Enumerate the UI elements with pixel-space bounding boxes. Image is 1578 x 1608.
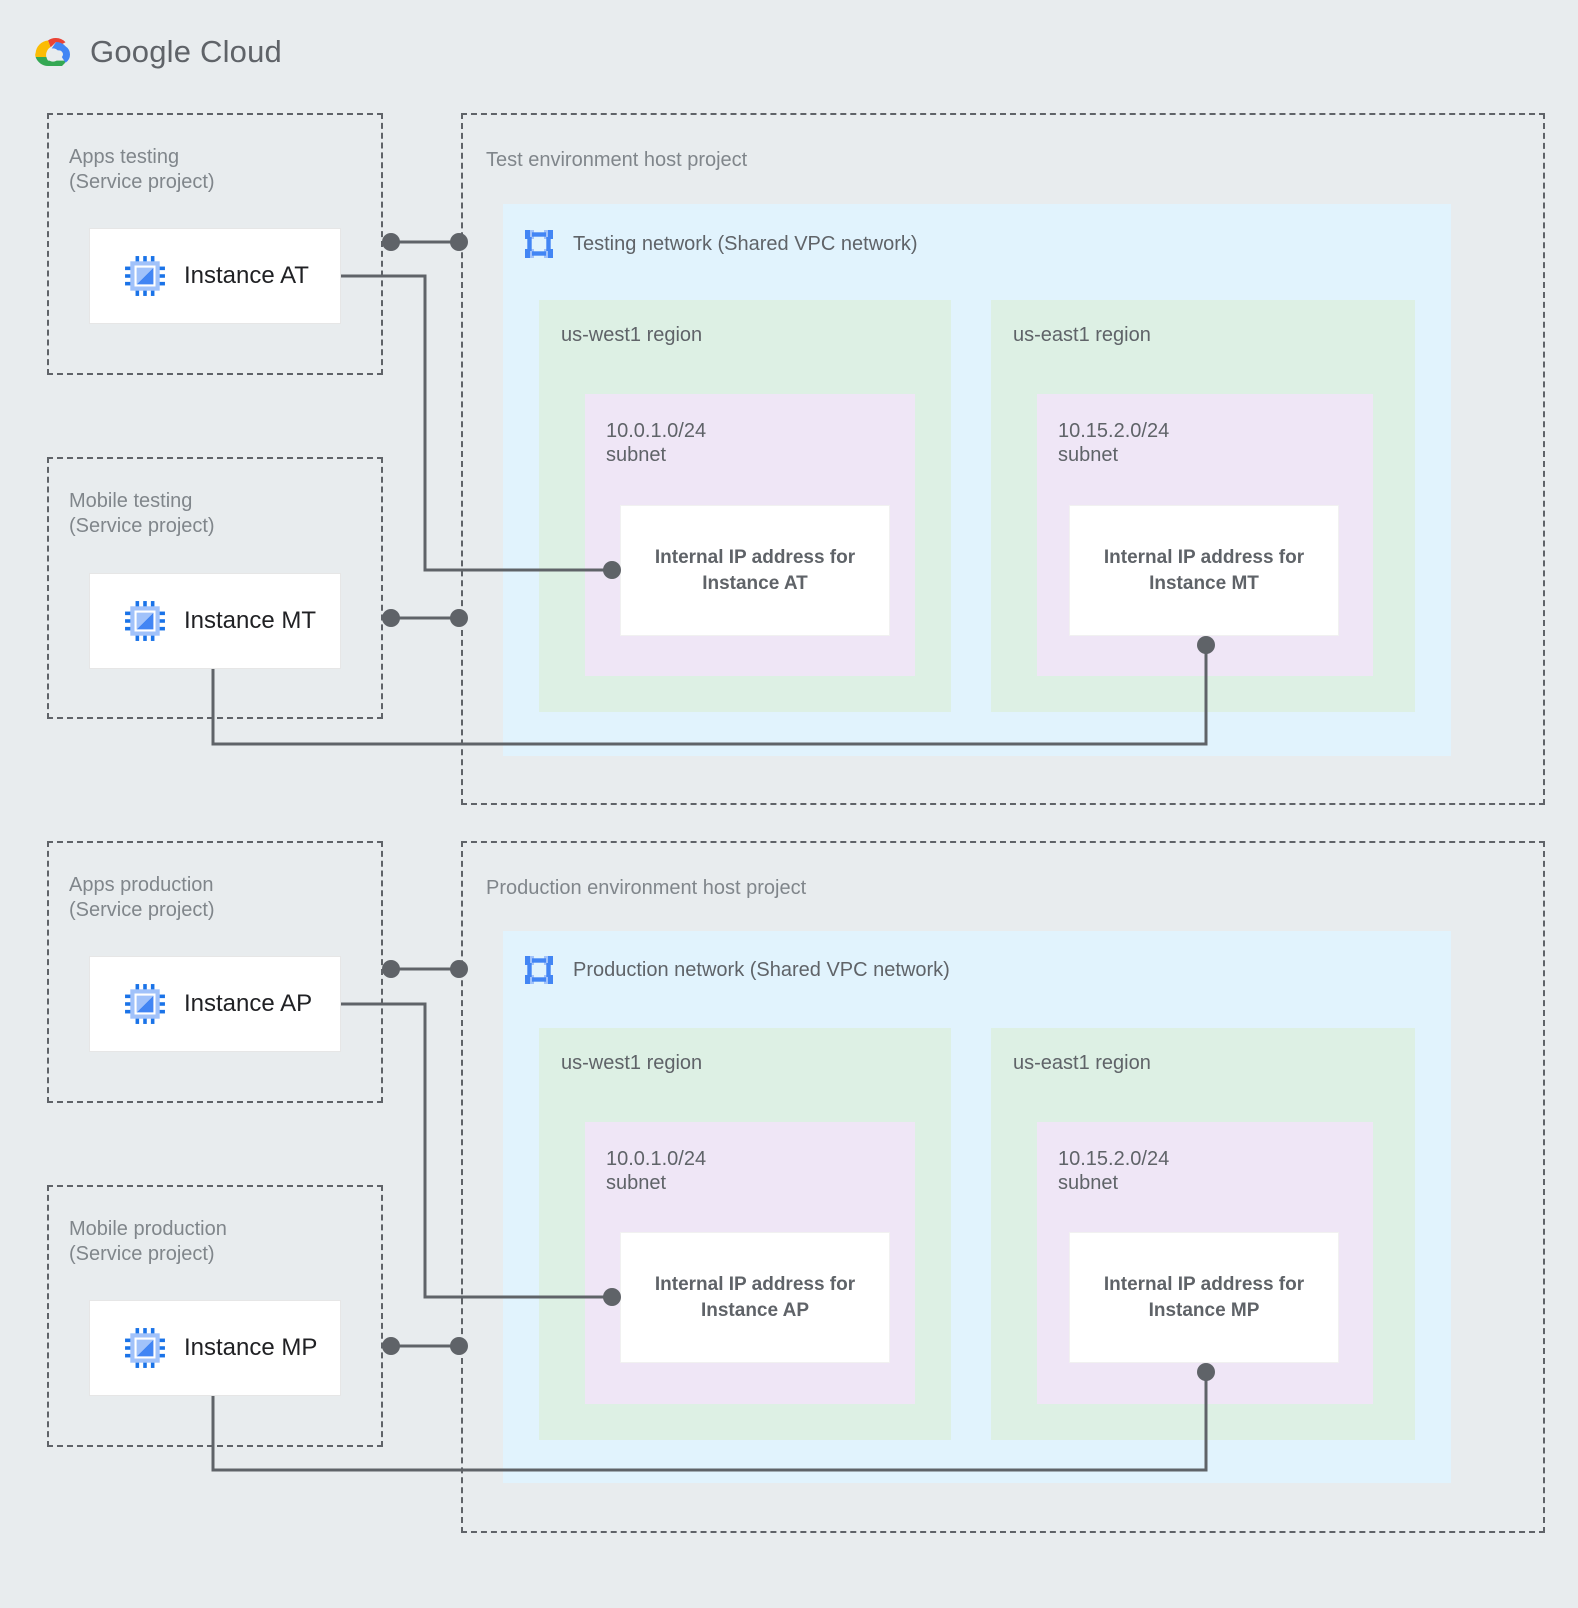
subnet-prod-us-east1-label: 10.15.2.0/24 subnet — [1058, 1148, 1170, 1194]
instance-card-mt-label: Instance MT — [184, 607, 317, 634]
connector-handle-mp — [382, 1337, 468, 1355]
vm-chip-icon — [125, 601, 165, 641]
internal-ip-card-at[interactable]: Internal IP address for Instance AT — [620, 505, 890, 636]
region-prod-us-west1-label: us-west1 region — [561, 1052, 703, 1074]
brand-cloud: Cloud — [200, 34, 282, 69]
internal-ip-card-mp[interactable]: Internal IP address for Instance MP — [1069, 1232, 1339, 1363]
service-project-apps-production-label: Apps production (Service project) — [69, 874, 215, 921]
brand-google: Google — [90, 34, 192, 69]
vm-chip-icon — [125, 984, 165, 1024]
service-project-mobile-production-label: Mobile production (Service project) — [69, 1218, 227, 1265]
instance-card-at-label: Instance AT — [184, 262, 309, 289]
region-test-us-east1-label: us-east1 region — [1013, 324, 1151, 346]
shared-vpc-network-testing-header: Testing network (Shared VPC network) — [521, 226, 918, 262]
subnet-prod-us-west1-label: 10.0.1.0/24 subnet — [606, 1148, 707, 1194]
internal-ip-card-mp-text: Internal IP address for Instance MP — [1103, 1273, 1305, 1321]
internal-ip-card-mt-text: Internal IP address for Instance MT — [1103, 546, 1305, 594]
service-project-mobile-testing-label: Mobile testing (Service project) — [69, 490, 215, 537]
subnet-test-us-west1-label: 10.0.1.0/24 subnet — [606, 420, 707, 466]
google-cloud-wordmark: Google Cloud — [90, 34, 282, 70]
instance-card-ap-label: Instance AP — [184, 990, 313, 1017]
region-prod-us-east1-label: us-east1 region — [1013, 1052, 1151, 1074]
service-project-apps-production[interactable]: Apps production (Service project) — [47, 841, 383, 1103]
connector-handle-at — [382, 233, 468, 251]
shared-vpc-network-testing-title: Testing network (Shared VPC network) — [573, 232, 918, 255]
internal-ip-card-mt[interactable]: Internal IP address for Instance MT — [1069, 505, 1339, 636]
vpc-network-icon — [525, 230, 553, 258]
internal-ip-card-ap-text: Internal IP address for Instance AP — [654, 1273, 856, 1321]
instance-card-mp[interactable]: Instance MP — [89, 1300, 341, 1396]
instance-card-mt[interactable]: Instance MT — [89, 573, 341, 669]
vpc-network-icon — [525, 956, 553, 984]
instance-card-mp-label: Instance MP — [184, 1334, 318, 1361]
internal-ip-card-ap[interactable]: Internal IP address for Instance AP — [620, 1232, 890, 1363]
connector-handle-ap — [382, 960, 468, 978]
region-test-us-west1-label: us-west1 region — [561, 324, 703, 346]
internal-ip-card-at-text: Internal IP address for Instance AT — [654, 546, 856, 594]
google-cloud-logo: Google Cloud — [32, 34, 282, 70]
host-project-production-environment-label: Production environment host project — [486, 877, 807, 899]
google-cloud-logo-icon — [35, 37, 71, 66]
host-project-test-environment-label: Test environment host project — [486, 149, 748, 171]
vm-chip-icon — [125, 256, 165, 296]
service-project-apps-testing-label: Apps testing (Service project) — [69, 146, 215, 193]
instance-card-at[interactable]: Instance AT — [89, 228, 341, 324]
subnet-test-us-east1-label: 10.15.2.0/24 subnet — [1058, 420, 1170, 466]
instance-card-ap[interactable]: Instance AP — [89, 956, 341, 1052]
vm-chip-icon — [125, 1328, 165, 1368]
shared-vpc-network-production-title: Production network (Shared VPC network) — [573, 958, 950, 981]
connector-handle-mt — [382, 609, 468, 627]
shared-vpc-network-production-header: Production network (Shared VPC network) — [521, 952, 950, 988]
